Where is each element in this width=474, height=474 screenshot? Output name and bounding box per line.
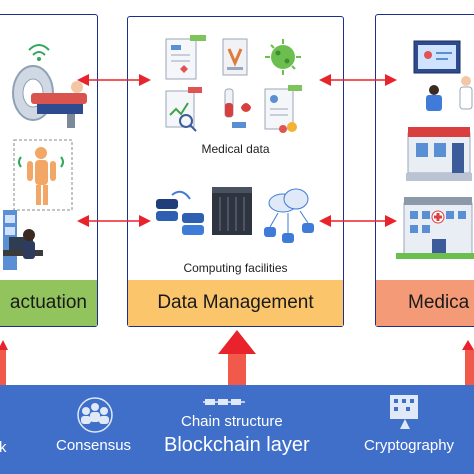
data-management-panel: Medical data Computing facilities Data M… (127, 16, 344, 327)
hospital-icon (396, 197, 474, 259)
right-up-arrow (462, 340, 474, 385)
cut-off-left-label: k (0, 439, 7, 456)
medical-data-caption: Medical data (201, 142, 270, 156)
prescription-icon (165, 87, 202, 132)
doctor-screen-icon (413, 40, 473, 111)
medical-panel: Medica (375, 14, 474, 327)
cryptography-label: Cryptography (364, 437, 455, 454)
medical-report-icon (165, 35, 206, 80)
left-up-arrow (0, 340, 8, 385)
blockchain-layer-label: Blockchain layer (164, 434, 310, 456)
medical-label: Medica (376, 280, 474, 326)
patient-record-icon (264, 85, 302, 133)
right-panel-illustrations (396, 40, 474, 259)
chain-icon (203, 399, 245, 405)
actuation-label: actuation (0, 280, 97, 326)
database-stack-icon (156, 190, 204, 235)
ct-scanner-icon (12, 44, 87, 128)
computing-facilities-caption: Computing facilities (183, 261, 288, 275)
blockchain-icons (77, 395, 418, 433)
blood-sample-icon (224, 88, 251, 128)
center-panel-illustrations (156, 35, 314, 243)
cloud-database-icon (264, 188, 314, 243)
cryptography-icon (390, 395, 418, 429)
server-rack-icon (212, 187, 252, 235)
xray-icon (222, 38, 248, 76)
virus-icon (265, 39, 301, 75)
patient-workstation-icon (3, 210, 43, 270)
consensus-icon (77, 397, 113, 433)
body-sensor-icon (13, 139, 73, 211)
chain-structure-label: Chain structure (181, 413, 283, 430)
pharmacy-icon (406, 127, 472, 181)
data-management-label: Data Management (128, 280, 343, 326)
left-panel-illustrations (3, 44, 87, 270)
actuation-panel: actuation (0, 14, 98, 327)
consensus-label: Consensus (56, 437, 132, 454)
center-up-arrow (218, 330, 256, 385)
